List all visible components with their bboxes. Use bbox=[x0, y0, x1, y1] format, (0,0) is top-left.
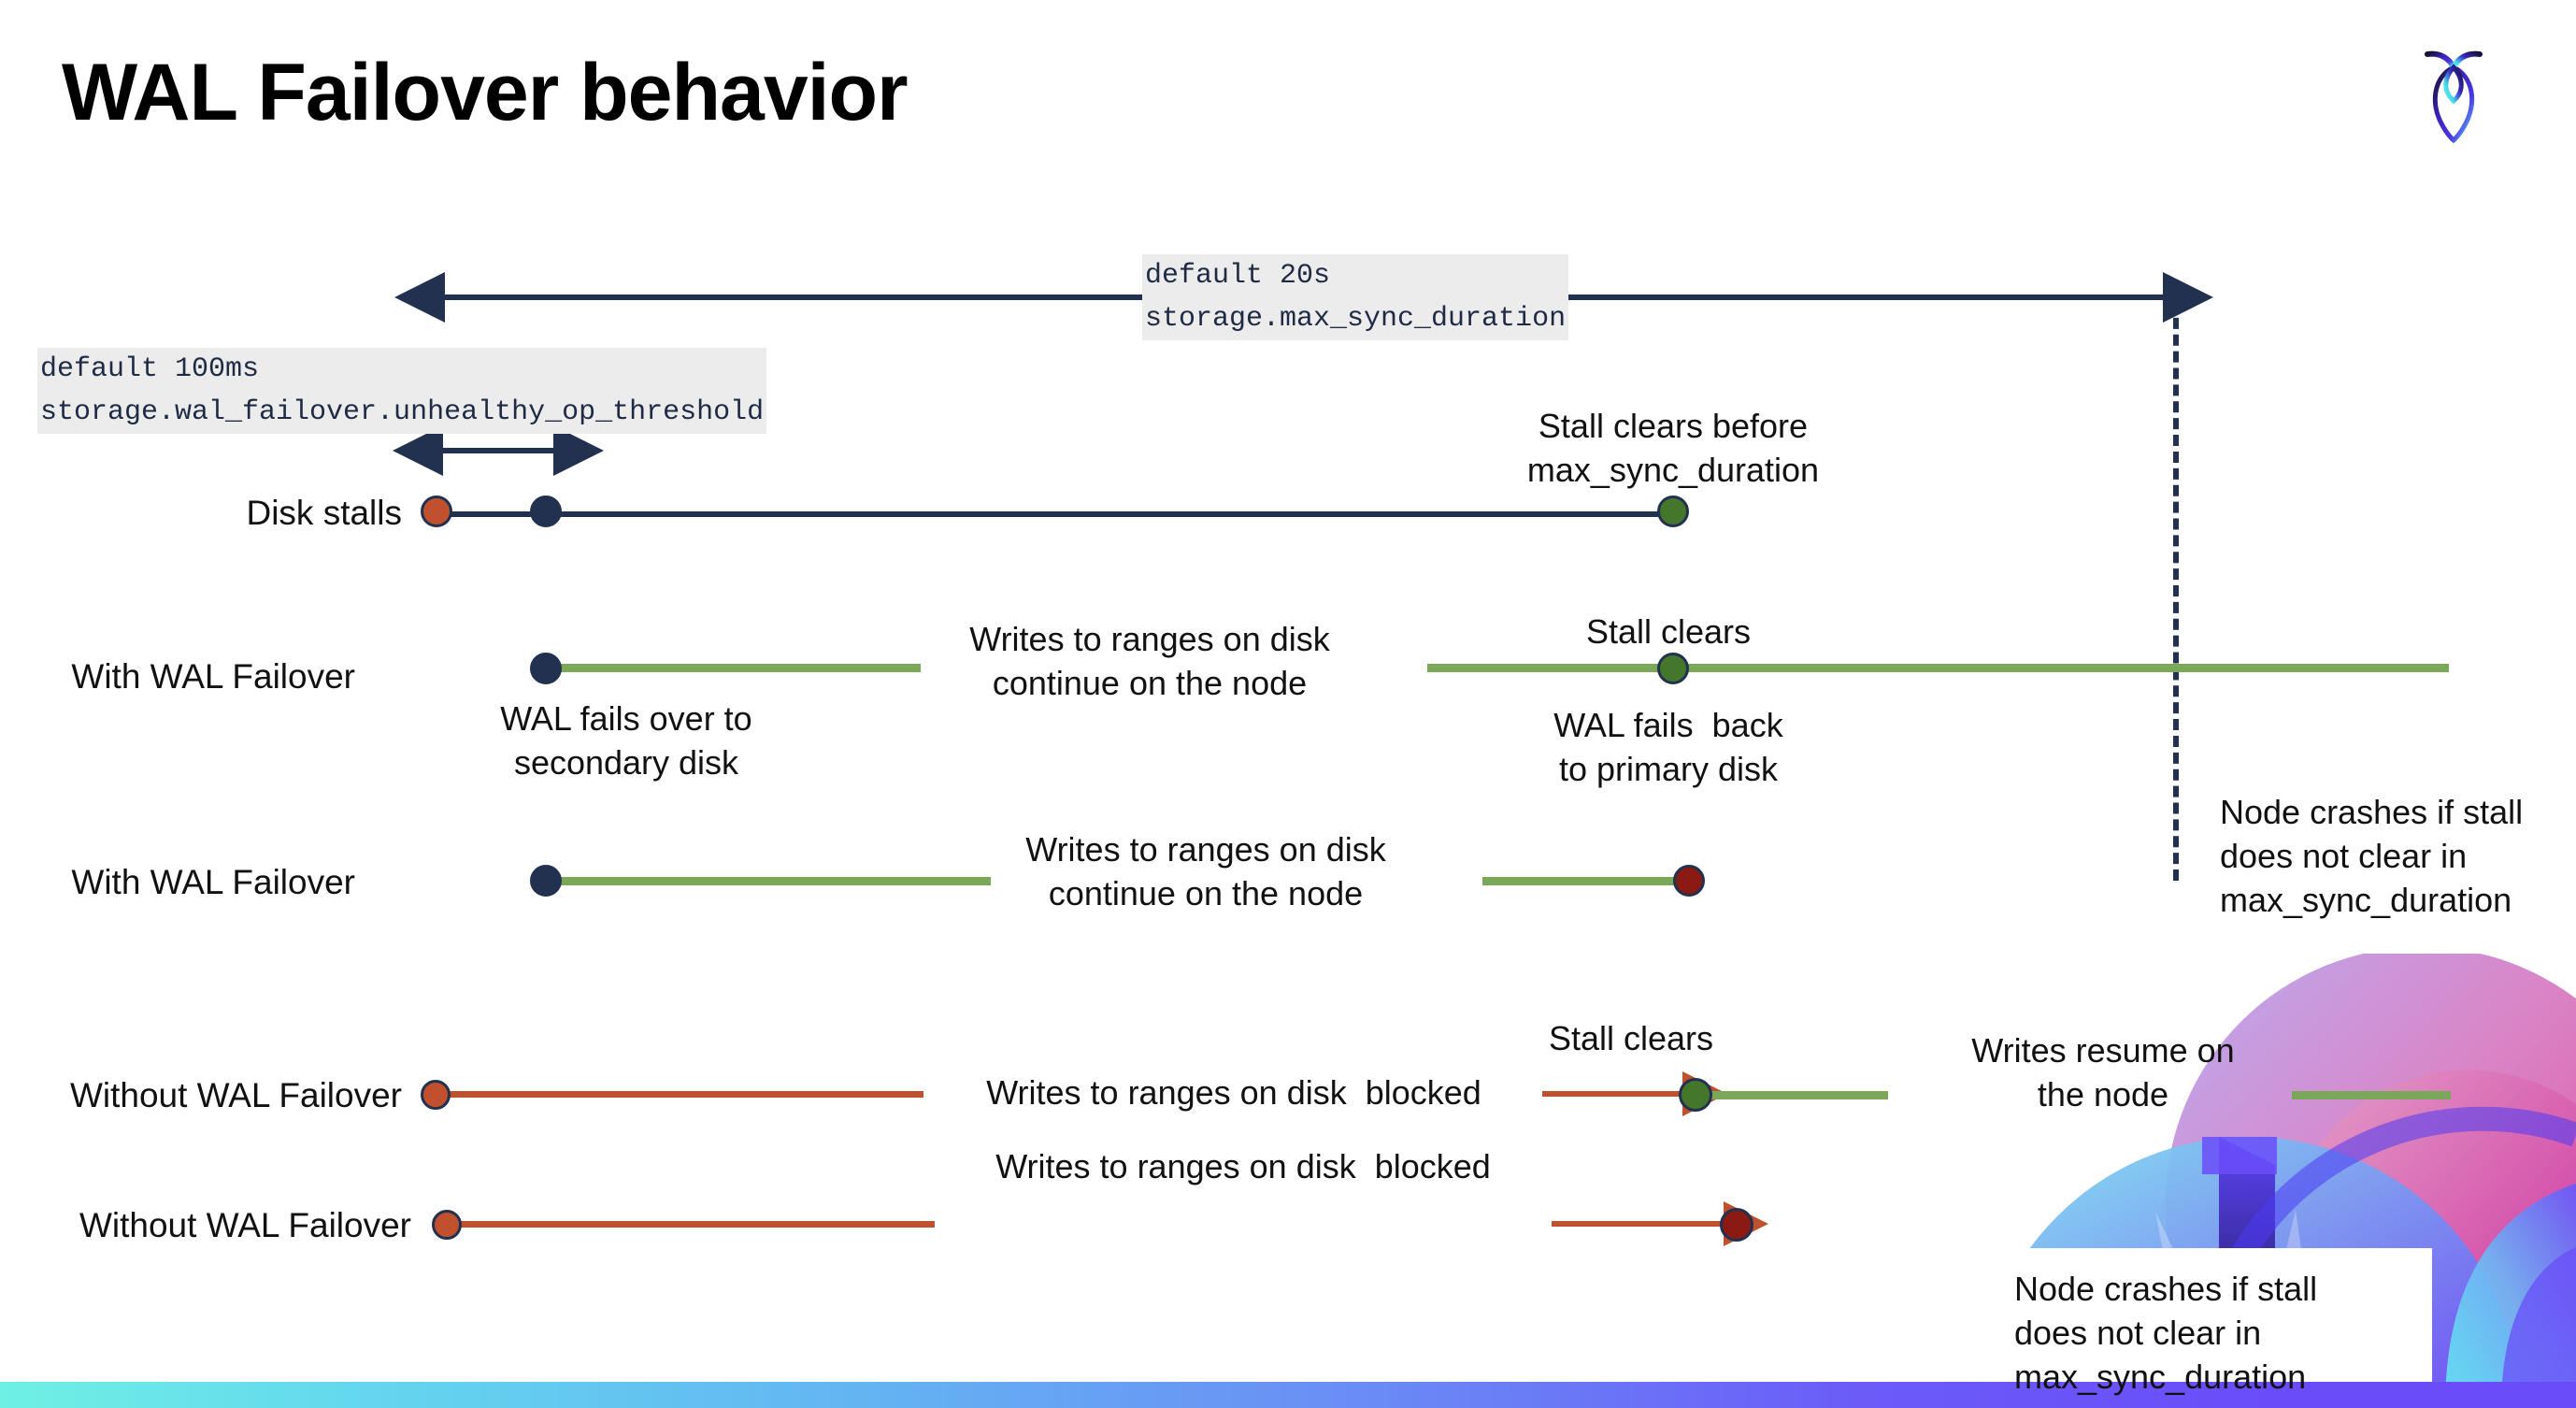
without-wal-1-line-b bbox=[1694, 1091, 1888, 1099]
row-label-without-wal-failover-1: Without WAL Failover bbox=[69, 1076, 402, 1114]
crash-caption-backdrop bbox=[1965, 1248, 2432, 1408]
without-wal-1-line-c bbox=[2292, 1091, 2451, 1099]
wal-failover-1-failover-dot bbox=[530, 653, 562, 684]
wal-failover-2-crash-dot bbox=[1673, 865, 1705, 897]
note-writes-blocked-1: Writes to ranges on disk blocked bbox=[986, 1073, 1481, 1112]
max-sync-name: storage.max_sync_duration bbox=[1142, 297, 1569, 340]
without-wal-2-crash-dot bbox=[1720, 1208, 1753, 1242]
without-wal-1-start-dot bbox=[421, 1080, 451, 1110]
row-label-with-wal-failover-2: With WAL Failover bbox=[71, 863, 355, 901]
unhealthy-op-threshold-callout: default 100ms storage.wal_failover.unhea… bbox=[37, 348, 767, 434]
note-wal-fails-back: WAL fails back to primary disk bbox=[1553, 706, 1783, 788]
note-stall-clears-2: Stall clears bbox=[1548, 1019, 1714, 1057]
max-sync-dashed-connector bbox=[2173, 301, 2179, 881]
wal-failover-1-clear-dot bbox=[1657, 653, 1689, 684]
bottom-gradient-band bbox=[0, 1382, 2576, 1408]
without-wal-2-start-dot bbox=[432, 1210, 462, 1240]
wal-failover-2-failover-dot bbox=[530, 865, 562, 897]
wal-failover-1-line-a bbox=[547, 664, 921, 672]
artwork-mask-top bbox=[2150, 898, 2576, 954]
row-label-with-wal-failover-1: With WAL Failover bbox=[71, 657, 355, 696]
note-stall-clears-before: Stall clears before max_sync_duration bbox=[1526, 407, 1820, 489]
unhealthy-op-default: default 100ms bbox=[37, 348, 767, 391]
disk-stalls-clear-dot bbox=[1657, 496, 1689, 527]
wal-failover-1-line-b bbox=[1427, 664, 2449, 672]
note-stall-clears-1: Stall clears bbox=[1585, 612, 1752, 651]
disk-stalls-failover-dot bbox=[530, 496, 562, 527]
wal-failover-2-line-a bbox=[547, 877, 991, 885]
max-sync-default: default 20s bbox=[1142, 254, 1569, 297]
unhealthy-op-name: storage.wal_failover.unhealthy_op_thresh… bbox=[37, 391, 767, 434]
wal-failover-2-line-b bbox=[1482, 877, 1701, 885]
note-node-crashes-1: Node crashes if stall does not clear in … bbox=[2220, 793, 2524, 919]
max-sync-duration-callout: default 20s storage.max_sync_duration bbox=[1142, 254, 1569, 340]
without-wal-2-line-a bbox=[449, 1221, 935, 1228]
note-node-crashes-2: Node crashes if stall does not clear in … bbox=[2014, 1270, 2318, 1396]
note-writes-resume: Writes resume on the node bbox=[1971, 1031, 2235, 1113]
note-writes-continue-2: Writes to ranges on disk continue on the… bbox=[1025, 830, 1386, 912]
row-label-without-wal-failover-2: Without WAL Failover bbox=[79, 1206, 411, 1244]
disk-stalls-start-dot bbox=[421, 496, 452, 527]
disk-stalls-line bbox=[439, 511, 1673, 517]
without-wal-1-line-a bbox=[439, 1091, 923, 1098]
row-label-disk-stalls: Disk stalls bbox=[246, 494, 402, 532]
note-writes-continue-1: Writes to ranges on disk continue on the… bbox=[969, 620, 1330, 702]
note-writes-blocked-2: Writes to ranges on disk blocked bbox=[995, 1147, 1491, 1185]
page-title: WAL Failover behavior bbox=[62, 48, 909, 137]
cockroachdb-logo-icon bbox=[2402, 34, 2505, 165]
note-wal-fails-over: WAL fails over to secondary disk bbox=[500, 699, 752, 782]
without-wal-1-clear-dot bbox=[1679, 1078, 1712, 1112]
